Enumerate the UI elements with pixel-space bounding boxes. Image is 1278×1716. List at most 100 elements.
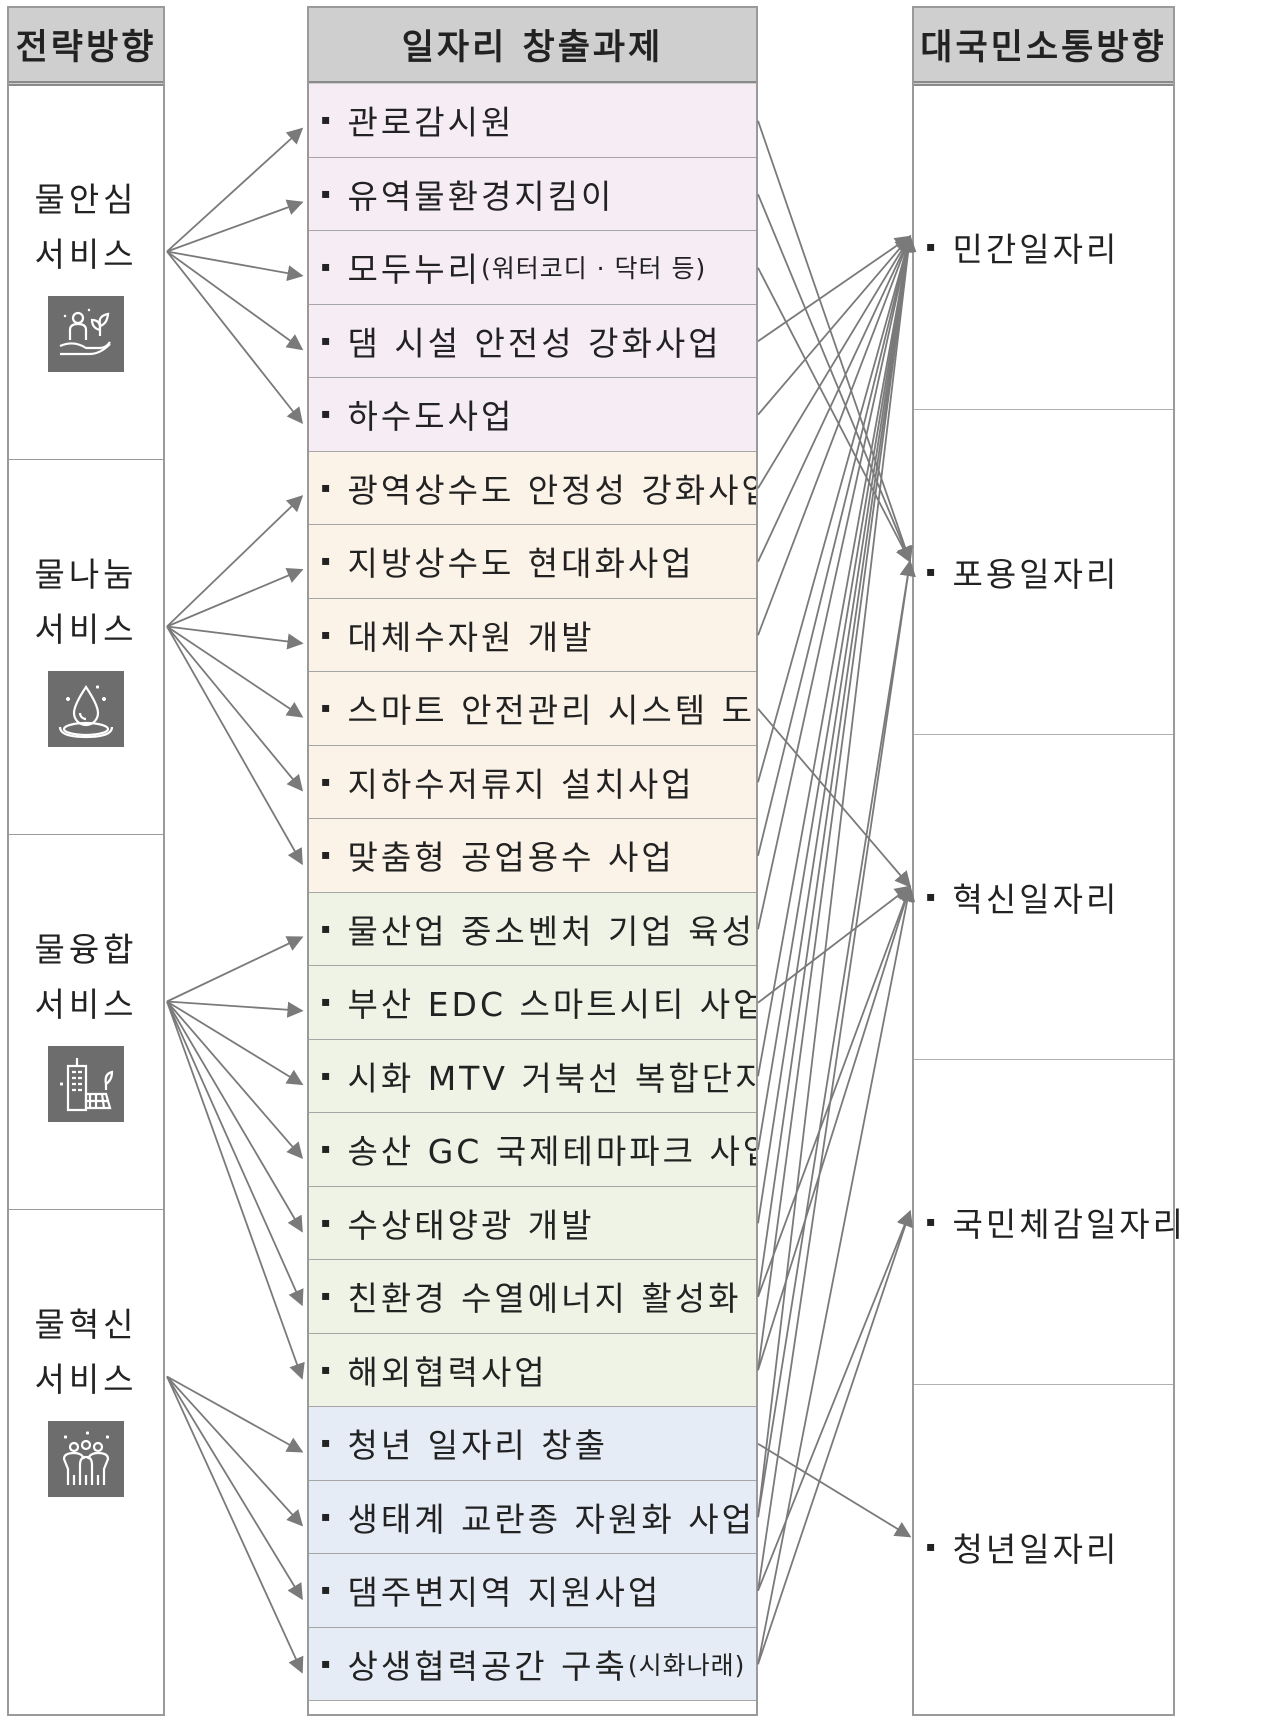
task-communication-arrow bbox=[757, 235, 911, 489]
strategy-task-arrow bbox=[166, 567, 304, 628]
strategy-task-arrow bbox=[166, 1375, 304, 1453]
task-item: ▪ 지방상수도 현대화사업 bbox=[309, 525, 756, 599]
strategy-task-arrow bbox=[166, 250, 304, 425]
task-label: 댐 시설 안전성 강화사업 bbox=[347, 323, 722, 363]
bullet-icon: ▪ bbox=[321, 479, 334, 496]
task-communication-arrow bbox=[757, 120, 913, 564]
bullet-icon: ▪ bbox=[321, 185, 334, 202]
task-communication-arrow bbox=[757, 234, 917, 1518]
strategy-header: 전략방향 bbox=[9, 8, 163, 86]
task-item: ▪ 하수도사업 bbox=[309, 378, 756, 452]
bullet-icon: ▪ bbox=[321, 1655, 334, 1672]
communication-label: 혁신일자리 bbox=[952, 880, 1120, 919]
strategy-task-arrow bbox=[166, 1375, 304, 1527]
task-communication-arrow bbox=[757, 234, 913, 636]
strategy-task-arrow bbox=[166, 1376, 303, 1601]
task-communication-arrow bbox=[757, 234, 917, 1371]
bullet-icon: ▪ bbox=[321, 1361, 334, 1378]
task-item: ▪ 관로감시원 bbox=[309, 84, 756, 158]
bullet-icon: ▪ bbox=[321, 773, 334, 790]
task-item: ▪ 수상태양광 개발 bbox=[309, 1186, 756, 1260]
tasks-column: 일자리 창출과제 ▪관로감시원▪유역물환경지킴이▪모두누리(워터코디 · 닥터 … bbox=[307, 6, 758, 1716]
bullet-icon: ▪ bbox=[926, 1214, 939, 1230]
task-communication-arrow bbox=[757, 234, 915, 856]
task-label: 지하수저류지 설치사업 bbox=[347, 764, 695, 804]
bullet-icon: ▪ bbox=[926, 564, 939, 580]
strategy-task-arrow bbox=[166, 625, 304, 718]
task-item: ▪스마트 안전관리 시스템 도입 bbox=[309, 672, 756, 746]
communication-column: 대국민소통방향 ▪민간일자리▪포용일자리▪혁신일자리▪국민체감일자리▪청년일자리 bbox=[912, 6, 1183, 1716]
strategy-task-arrow bbox=[166, 495, 304, 628]
bullet-icon: ▪ bbox=[321, 406, 334, 423]
bullet-icon: ▪ bbox=[321, 920, 334, 937]
task-label: 하수도사업 bbox=[347, 397, 515, 437]
strategy-task-arrow bbox=[166, 1000, 304, 1159]
bullet-icon: ▪ bbox=[321, 259, 334, 276]
task-label: 관로감시원 bbox=[347, 103, 515, 143]
task-label: 송산 GC 국제테마파크 사업 bbox=[347, 1132, 757, 1172]
task-label: 모두누리 bbox=[347, 250, 481, 290]
strategy-task-arrow bbox=[166, 625, 304, 650]
task-item: ▪시화 MTV 거북선 복합단지 bbox=[309, 1039, 756, 1113]
task-item: ▪ 댐주변지역 지원사업 bbox=[309, 1554, 756, 1628]
bullet-icon: ▪ bbox=[321, 1582, 334, 1599]
task-item: ▪상생협력공간 구축(시화나래) bbox=[309, 1627, 756, 1701]
task-item: ▪ 모두누리(워터코디 · 닥터 등) bbox=[309, 231, 756, 305]
building-solar-icon bbox=[48, 1046, 124, 1122]
task-label: 수상태양광 개발 bbox=[347, 1205, 595, 1245]
task-communication-arrow bbox=[757, 1209, 913, 1592]
task-label: 댐주변지역 지원사업 bbox=[347, 1573, 662, 1613]
people-group-icon bbox=[48, 1421, 124, 1497]
communication-header: 대국민소통방향 bbox=[914, 8, 1173, 86]
communication-item: ▪국민체감일자리 bbox=[914, 1059, 1183, 1384]
strategy-task-arrow bbox=[166, 1000, 304, 1086]
bullet-icon: ▪ bbox=[321, 847, 334, 864]
communication-item: ▪ 혁신일자리 bbox=[914, 734, 1173, 1059]
strategy-task-arrow bbox=[166, 199, 304, 253]
task-item: ▪광역상수도 안정성 강화사업 bbox=[309, 451, 756, 525]
task-communication-arrow bbox=[757, 1209, 914, 1665]
strategy-task-arrow bbox=[166, 625, 304, 792]
task-label: 유역물환경지킴이 bbox=[347, 176, 615, 216]
task-item: ▪ 생태계 교란종 자원화 사업 bbox=[309, 1480, 756, 1554]
task-communication-arrow bbox=[757, 234, 916, 1224]
bullet-icon: ▪ bbox=[321, 1435, 334, 1452]
communication-item: ▪민간일자리 bbox=[914, 84, 1173, 409]
task-label: 상생협력공간 구축 bbox=[347, 1646, 628, 1686]
task-label: 생태계 교란종 자원화 사업 bbox=[347, 1499, 755, 1539]
task-sublabel: (워터코디 · 닥터 등) bbox=[480, 254, 707, 284]
task-communication-arrow bbox=[757, 234, 914, 783]
task-item: ▪맞춤형 공업용수 사업 bbox=[309, 819, 756, 893]
bullet-icon: ▪ bbox=[321, 626, 334, 643]
bullet-icon: ▪ bbox=[321, 553, 334, 570]
task-item: ▪ 해외협력사업 bbox=[309, 1333, 756, 1407]
task-communication-arrow bbox=[757, 235, 912, 416]
task-communication-arrow bbox=[757, 884, 914, 1371]
bullet-icon: ▪ bbox=[321, 700, 334, 717]
task-item: ▪물산업 중소벤처 기업 육성 bbox=[309, 892, 756, 966]
task-item: ▪ 청년 일자리 창출 bbox=[309, 1407, 756, 1481]
task-communication-arrow bbox=[757, 234, 916, 1150]
task-communication-arrow bbox=[757, 234, 916, 1297]
task-label: 해외협력사업 bbox=[347, 1352, 548, 1392]
task-item: ▪친환경 수열에너지 활성화 bbox=[309, 1260, 756, 1334]
task-communication-arrow bbox=[757, 884, 913, 1298]
bullet-icon: ▪ bbox=[321, 1067, 334, 1084]
communication-label: 청년일자리 bbox=[952, 1530, 1120, 1569]
task-communication-arrow bbox=[757, 885, 912, 1004]
task-label: 대체수자원 개발 bbox=[347, 617, 595, 657]
task-communication-arrow bbox=[757, 234, 915, 930]
task-label: 청년 일자리 창출 bbox=[347, 1426, 608, 1466]
bullet-icon: ▪ bbox=[321, 112, 334, 129]
strategy-task-arrow bbox=[166, 1001, 304, 1307]
task-label: 지방상수도 현대화사업 bbox=[347, 544, 695, 584]
bullet-icon: ▪ bbox=[321, 1214, 334, 1231]
strategy-task-arrow bbox=[166, 626, 303, 866]
bullet-icon: ▪ bbox=[321, 1508, 334, 1525]
bullet-icon: ▪ bbox=[926, 889, 939, 905]
